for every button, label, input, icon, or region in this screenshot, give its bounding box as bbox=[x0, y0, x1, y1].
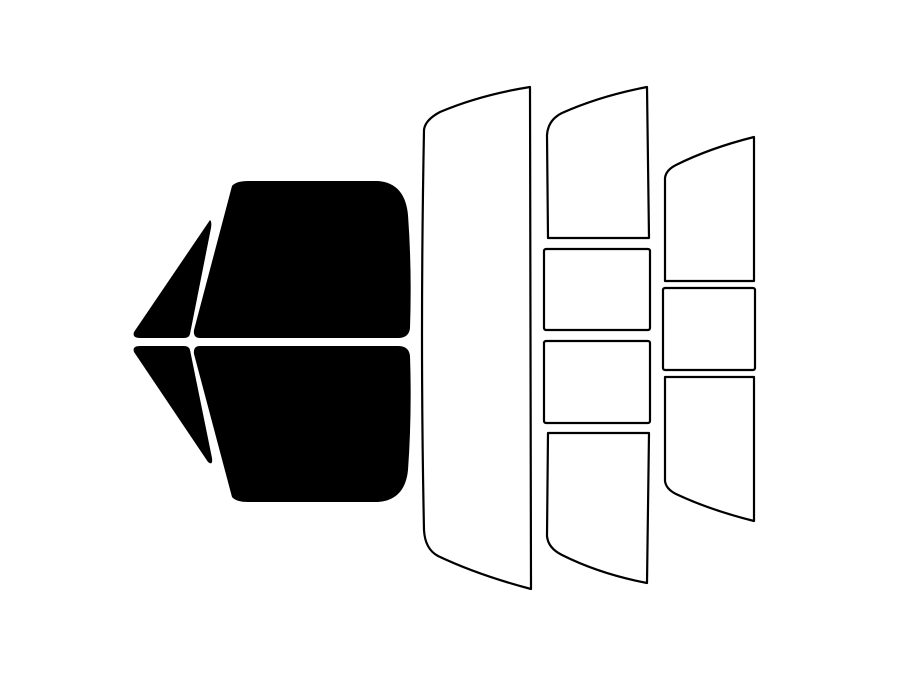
rear-right-bottom-window[interactable] bbox=[663, 375, 756, 523]
windshield[interactable] bbox=[420, 85, 533, 591]
rear-left-window[interactable] bbox=[545, 85, 651, 240]
clear-windows bbox=[420, 85, 757, 591]
tinted-windows bbox=[133, 181, 411, 502]
rear-left-lower-panel[interactable] bbox=[542, 339, 652, 425]
front-left-vent-window[interactable] bbox=[133, 220, 212, 338]
rear-right-window[interactable] bbox=[663, 135, 756, 283]
front-right-vent-window[interactable] bbox=[133, 346, 213, 464]
rear-left-bottom-window[interactable] bbox=[545, 431, 651, 585]
rear-right-middle-panel[interactable] bbox=[661, 286, 757, 372]
rear-left-upper-panel[interactable] bbox=[542, 247, 652, 332]
front-right-door-window[interactable] bbox=[193, 346, 411, 502]
front-left-door-window[interactable] bbox=[193, 181, 411, 338]
